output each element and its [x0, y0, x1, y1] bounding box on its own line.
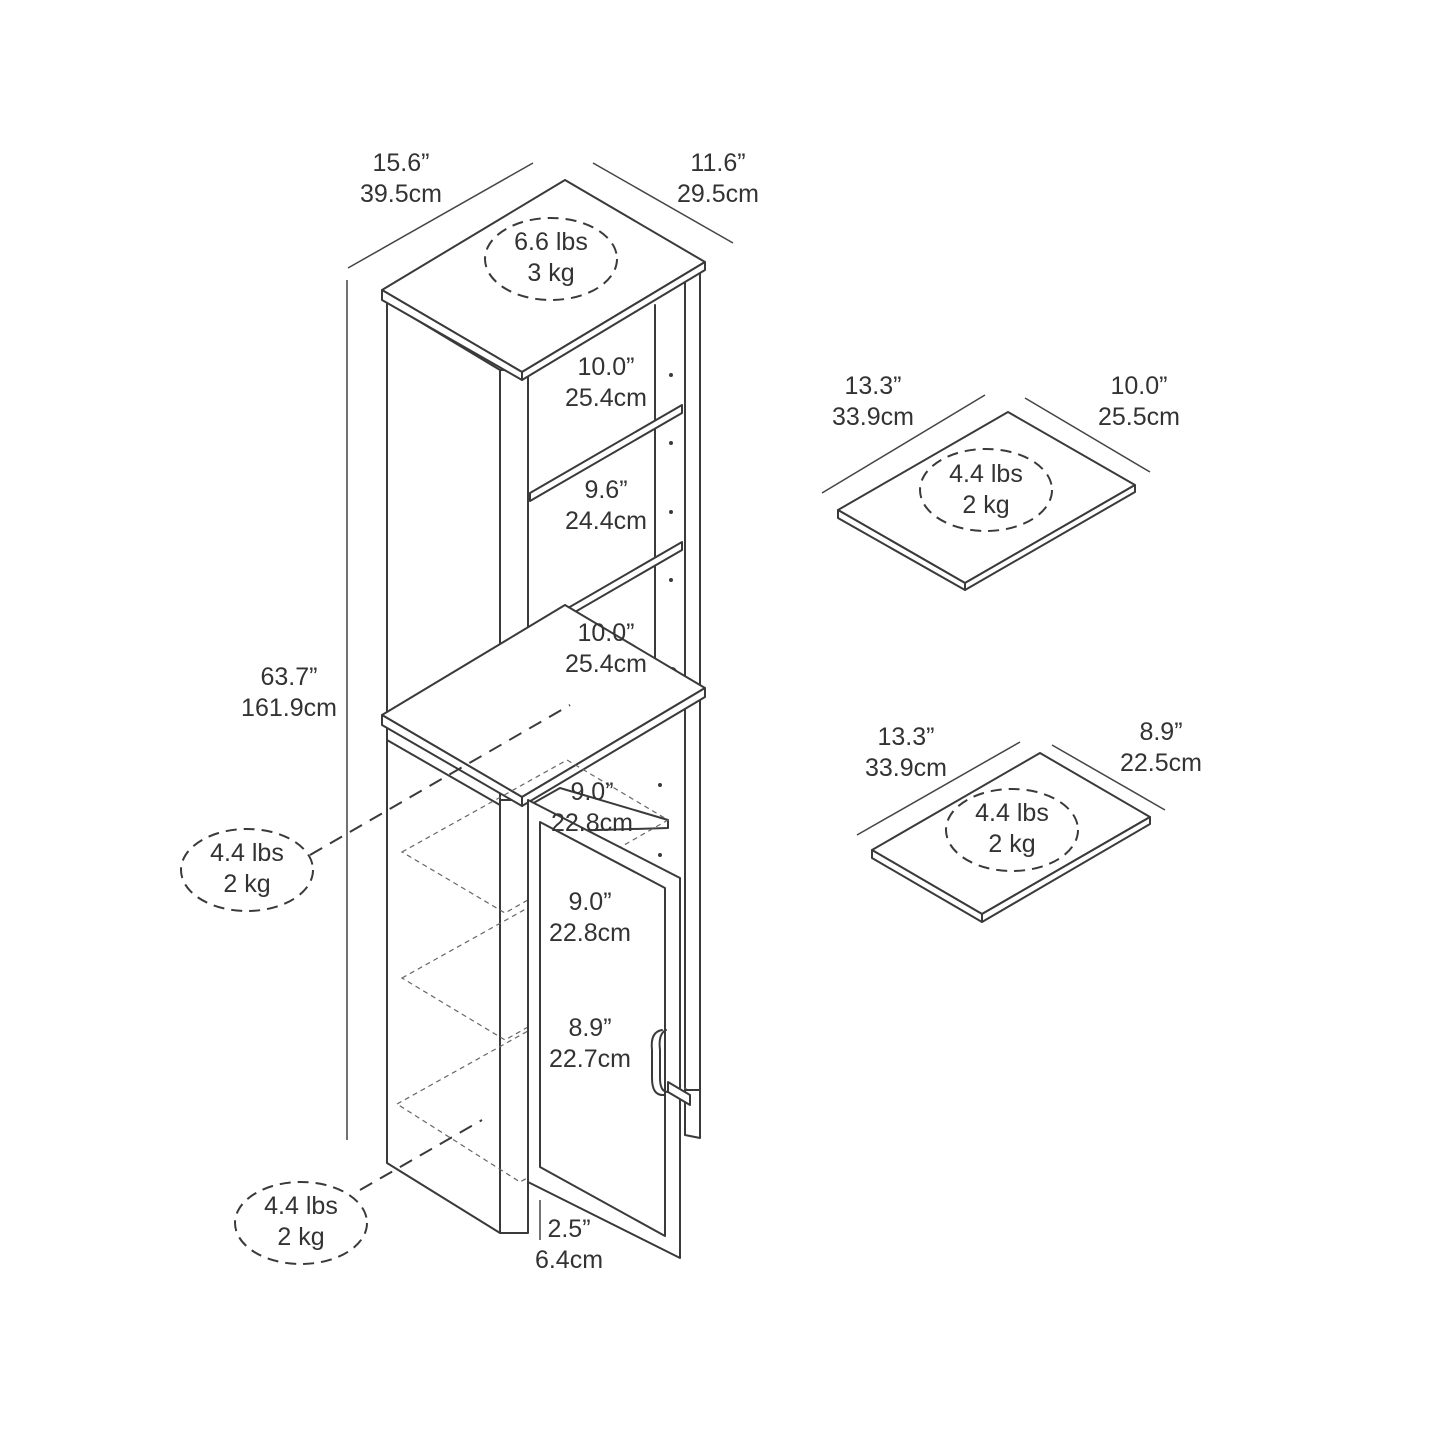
bottom-weight-ellipse — [234, 1181, 368, 1265]
lower1-spacing-label: 9.0” 22.8cm — [507, 777, 677, 839]
lower-board-depth-cm: 22.5cm — [1120, 749, 1202, 777]
bottom-weight-lbs: 4.4 lbs — [264, 1192, 338, 1220]
shelf3-spacing-cm: 25.4cm — [565, 650, 647, 678]
depth-dimension-line — [592, 162, 734, 244]
top-weight-label: 6.6 lbs 3 kg — [466, 227, 636, 289]
lower-board-weight-label: 4.4 lbs 2 kg — [927, 798, 1097, 860]
middle-weight-leader — [309, 704, 571, 856]
bottom-weight-kg: 2 kg — [277, 1223, 325, 1251]
door-handle-outline — [658, 1029, 669, 1093]
middle-divider-edge — [386, 739, 501, 806]
lower1-spacing-inches: 9.0” — [570, 778, 614, 806]
lower-board-weight-ellipse — [945, 788, 1079, 872]
top-weight-lbs: 6.6 lbs — [514, 228, 588, 256]
upper-shelf-board-side-edge — [964, 484, 1136, 591]
lower-shelf-board-side-edge — [981, 816, 1151, 923]
cabinet-depth-cm: 29.5cm — [677, 180, 759, 208]
lower-board-weight-kg: 2 kg — [988, 830, 1036, 858]
bottom-weight-label: 4.4 lbs 2 kg — [216, 1191, 386, 1253]
lower2-spacing-label: 9.0” 22.8cm — [505, 887, 675, 949]
upper-board-weight-ellipse — [919, 448, 1053, 532]
middle-weight-lbs: 4.4 lbs — [210, 839, 284, 867]
hidden-shelf-1 — [400, 759, 670, 914]
cabinet-width-inches: 15.6” — [372, 149, 430, 177]
door-panel-inset — [539, 821, 666, 1237]
lower2-spacing-cm: 22.8cm — [549, 919, 631, 947]
shelf1-spacing-label: 10.0” 25.4cm — [521, 352, 691, 414]
middle-weight-label: 4.4 lbs 2 kg — [162, 838, 332, 900]
cabinet-depth-label: 11.6” 29.5cm — [633, 148, 803, 210]
cabinet-width-label: 15.6” 39.5cm — [316, 148, 486, 210]
lower3-spacing-cm: 22.7cm — [549, 1045, 631, 1073]
upper-board-depth-label: 10.0” 25.5cm — [1054, 371, 1224, 433]
upper-board-depth-cm: 25.5cm — [1098, 403, 1180, 431]
upper-board-width-cm: 33.9cm — [832, 403, 914, 431]
lower-board-depth-label: 8.9” 22.5cm — [1076, 717, 1246, 779]
lower3-spacing-inches: 8.9” — [568, 1014, 612, 1042]
cabinet-height-cm: 161.9cm — [241, 694, 337, 722]
door-handle-icon — [650, 1029, 665, 1097]
leg-height-inches: 2.5” — [547, 1215, 591, 1243]
upper-board-weight-lbs: 4.4 lbs — [949, 460, 1023, 488]
shelf1-spacing-cm: 25.4cm — [565, 384, 647, 412]
cabinet-height-label: 63.7” 161.9cm — [204, 662, 374, 724]
shelf2-spacing-label: 9.6” 24.4cm — [521, 475, 691, 537]
shelf1-spacing-inches: 10.0” — [577, 353, 635, 381]
cabinet-depth-inches: 11.6” — [690, 149, 746, 177]
width-dimension-line — [347, 162, 534, 269]
board2-width-dimension-line — [856, 741, 1021, 836]
upper-board-weight-kg: 2 kg — [962, 491, 1010, 519]
shelf3-spacing-inches: 10.0” — [577, 619, 635, 647]
upper-shelf-1 — [529, 404, 683, 502]
upper-board-weight-label: 4.4 lbs 2 kg — [901, 459, 1071, 521]
lower-board-width-inches: 13.3” — [877, 723, 935, 751]
lower1-spacing-cm: 22.8cm — [551, 809, 633, 837]
upper-board-depth-inches: 10.0” — [1110, 372, 1168, 400]
shelf3-spacing-label: 10.0” 25.4cm — [521, 618, 691, 680]
cabinet-height-inches: 63.7” — [260, 663, 318, 691]
top-weight-kg: 3 kg — [527, 259, 575, 287]
leg-height-label: 2.5” 6.4cm — [484, 1214, 654, 1276]
board2-depth-dimension-line — [1051, 744, 1166, 811]
lower-board-weight-lbs: 4.4 lbs — [975, 799, 1049, 827]
middle-board-side-edge — [521, 687, 706, 807]
leg-height-cm: 6.4cm — [534, 1246, 604, 1274]
lower-board-depth-inches: 8.9” — [1139, 718, 1183, 746]
middle-weight-kg: 2 kg — [223, 870, 271, 898]
bottom-weight-leader — [359, 1119, 483, 1191]
cabinet-width-cm: 39.5cm — [360, 180, 442, 208]
lower-board-width-label: 13.3” 33.9cm — [821, 722, 991, 784]
shelf-pin-dots — [658, 373, 673, 857]
middle-weight-ellipse — [180, 828, 314, 912]
lower3-spacing-label: 8.9” 22.7cm — [505, 1013, 675, 1075]
upper-board-width-inches: 13.3” — [844, 372, 902, 400]
lower2-spacing-inches: 9.0” — [568, 888, 612, 916]
top-weight-ellipse — [484, 217, 618, 301]
lower-board-width-cm: 33.9cm — [865, 754, 947, 782]
upper-board-width-label: 13.3” 33.9cm — [788, 371, 958, 433]
board1-depth-dimension-line — [1024, 397, 1151, 473]
bottom-shelf-edge — [667, 1081, 691, 1106]
cabinet-door — [527, 799, 681, 1259]
top-board-side-edge — [521, 261, 706, 381]
board1-width-dimension-line — [821, 394, 986, 494]
shelf2-spacing-inches: 9.6” — [584, 476, 628, 504]
shelf2-spacing-cm: 24.4cm — [565, 507, 647, 535]
